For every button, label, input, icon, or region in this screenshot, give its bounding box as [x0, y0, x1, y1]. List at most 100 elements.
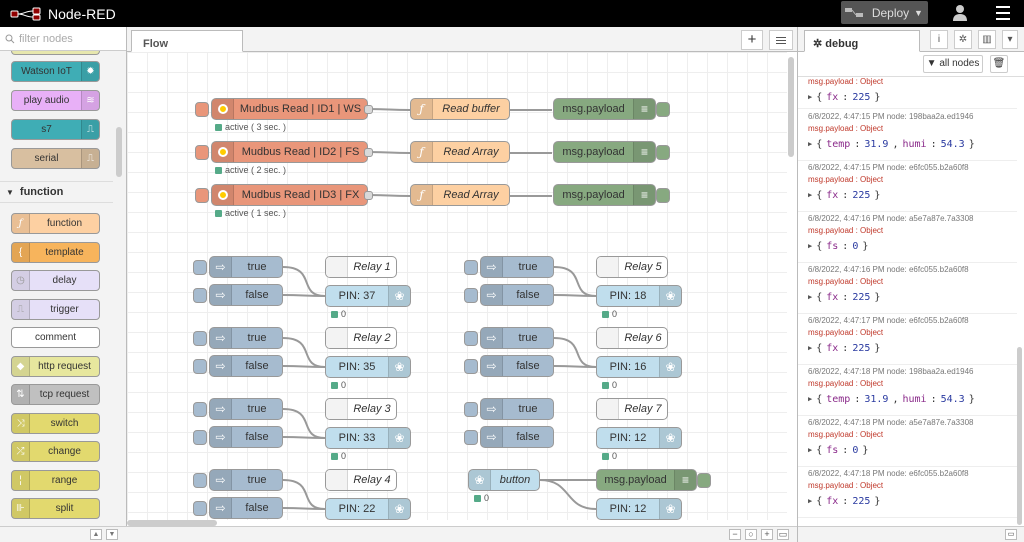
palette-node-serial[interactable]: serial ⎍ [11, 148, 100, 169]
function-node-read-array[interactable]: ƒ Read Array [410, 141, 510, 163]
palette-node-split[interactable]: ⊪ split [11, 498, 100, 519]
inject-button[interactable] [193, 288, 207, 303]
inject-node-true[interactable]: ⇨true [209, 469, 283, 491]
rpi-gpio-out-node[interactable]: PIN: 37❀ [325, 285, 411, 307]
debug-message[interactable]: msg.payload : Object ▶{ fx: 225 } [798, 77, 1017, 109]
debug-message[interactable]: 6/8/2022, 4:47:18 PM node: a5e7a87e.7a33… [798, 416, 1017, 467]
inject-button[interactable] [193, 402, 207, 417]
output-port[interactable] [364, 191, 373, 200]
rpi-gpio-out-node[interactable]: PIN: 12❀ [596, 427, 682, 449]
palette-node-range[interactable]: ¦ range [11, 470, 100, 491]
inject-node-false[interactable]: ⇨false [209, 284, 283, 306]
expand-all-icon[interactable]: ▼ [106, 529, 118, 540]
inject-button[interactable] [193, 359, 207, 374]
comment-node[interactable]: Relay 2 [325, 327, 397, 349]
palette-node-play-audio[interactable]: play audio ≋ [11, 90, 100, 111]
sidebar-menu-caret-icon[interactable]: ▾ [1002, 30, 1018, 49]
inject-node-false[interactable]: ⇨false [480, 426, 554, 448]
collapse-all-icon[interactable]: ▲ [90, 529, 102, 540]
inject-button[interactable] [193, 473, 207, 488]
info-icon[interactable]: i [930, 30, 948, 49]
comment-node[interactable]: Relay 4 [325, 469, 397, 491]
inject-node-true[interactable]: ⇨true [209, 256, 283, 278]
palette-node-tcp-request[interactable]: ⇅ tcp request [11, 384, 100, 405]
rpi-gpio-out-node[interactable]: PIN: 35❀ [325, 356, 411, 378]
expand-arrow-icon[interactable]: ▶ [808, 293, 813, 301]
palette-node-change[interactable]: ⤮ change [11, 441, 100, 462]
inject-button[interactable] [464, 260, 478, 275]
expand-arrow-icon[interactable]: ▶ [808, 344, 813, 352]
zoom-out-icon[interactable]: − [729, 529, 741, 540]
inject-node-false[interactable]: ⇨false [209, 497, 283, 519]
modbus-read-node-2[interactable]: Mudbus Read | ID2 | FS [211, 141, 368, 163]
expand-arrow-icon[interactable]: ▶ [808, 191, 813, 199]
palette-node-function[interactable]: ƒ function [11, 213, 100, 234]
debug-toggle-button[interactable] [656, 188, 670, 203]
navigator-icon[interactable]: ▭ [777, 529, 789, 540]
palette-search-input[interactable]: filter nodes [19, 32, 73, 45]
comment-node[interactable]: Relay 7 [596, 398, 668, 420]
expand-arrow-icon[interactable]: ▶ [808, 93, 813, 101]
inject-button[interactable] [195, 145, 209, 160]
inject-button[interactable] [193, 331, 207, 346]
debug-toggle-button[interactable] [697, 473, 711, 488]
user-icon[interactable] [952, 4, 968, 22]
comment-node[interactable]: Relay 6 [596, 327, 668, 349]
palette-search[interactable]: filter nodes [0, 27, 126, 51]
tab-flow[interactable]: Flow [131, 30, 243, 52]
inject-node-false[interactable]: ⇨false [209, 355, 283, 377]
palette-node-switch[interactable]: ⤨ switch [11, 413, 100, 434]
inject-button[interactable] [193, 260, 207, 275]
comment-node[interactable]: Relay 1 [325, 256, 397, 278]
inject-button[interactable] [464, 359, 478, 374]
debug-message[interactable]: 6/8/2022, 4:47:15 PM node: 198baa2a.ed19… [798, 110, 1017, 161]
palette-node-http-request[interactable]: ◆ http request [11, 356, 100, 377]
debug-toggle-button[interactable] [656, 102, 670, 117]
debug-message[interactable]: 6/8/2022, 4:47:15 PM node: e6fc055.b2a60… [798, 161, 1017, 212]
inject-node-true[interactable]: ⇨true [209, 398, 283, 420]
inject-node-false[interactable]: ⇨false [480, 284, 554, 306]
inject-button[interactable] [464, 430, 478, 445]
debug-message[interactable]: 6/8/2022, 4:47:16 PM node: e6fc055.b2a60… [798, 263, 1017, 314]
palette-node-template[interactable]: { template [11, 242, 100, 263]
output-port[interactable] [364, 148, 373, 157]
inject-node-true[interactable]: ⇨true [480, 256, 554, 278]
debug-node[interactable]: msg.payload ≡ [553, 184, 656, 206]
rpi-gpio-out-node[interactable]: PIN: 12❀ [596, 498, 682, 520]
expand-arrow-icon[interactable]: ▶ [808, 395, 813, 403]
expand-arrow-icon[interactable]: ▶ [808, 497, 813, 505]
inject-node-true[interactable]: ⇨true [209, 327, 283, 349]
expand-arrow-icon[interactable]: ▶ [808, 242, 813, 250]
window-icon[interactable]: ▭ [1005, 529, 1017, 540]
deploy-menu-caret-icon[interactable]: ▼ [914, 7, 923, 18]
trash-icon[interactable]: 🗑 [990, 55, 1008, 73]
inject-node-true[interactable]: ⇨true [480, 398, 554, 420]
debug-message[interactable]: 6/8/2022, 4:47:18 PM node: 198baa2a.ed19… [798, 365, 1017, 416]
comment-node[interactable]: Relay 3 [325, 398, 397, 420]
palette-node-s7[interactable]: s7 ⎍ [11, 119, 100, 140]
inject-button[interactable] [464, 288, 478, 303]
modbus-read-node-1[interactable]: Mudbus Read | ID1 | WS [211, 98, 368, 120]
debug-message[interactable]: 6/8/2022, 4:47:18 PM node: e6fc055.b2a60… [798, 467, 1017, 518]
debug-node[interactable]: msg.payload ≡ [553, 141, 656, 163]
debug-toggle-button[interactable] [656, 145, 670, 160]
inject-button[interactable] [195, 102, 209, 117]
inject-button[interactable] [193, 430, 207, 445]
debug-message[interactable]: 6/8/2022, 4:47:17 PM node: e6fc055.b2a60… [798, 314, 1017, 365]
bug-tab-icon[interactable]: ✲ [954, 30, 972, 49]
debug-filter-button[interactable]: ▼ all nodes [923, 55, 983, 73]
zoom-in-icon[interactable]: + [761, 529, 773, 540]
modbus-read-node-3[interactable]: Mudbus Read | ID3 | FX [211, 184, 368, 206]
inject-node-false[interactable]: ⇨false [480, 355, 554, 377]
palette-node-trigger[interactable]: ⎍ trigger [11, 299, 100, 320]
main-menu-icon[interactable] [996, 6, 1010, 20]
expand-arrow-icon[interactable]: ▶ [808, 446, 813, 454]
expand-arrow-icon[interactable]: ▶ [808, 140, 813, 148]
debug-message[interactable]: 6/8/2022, 4:47:16 PM node: a5e7a87e.7a33… [798, 212, 1017, 263]
palette-category-function[interactable]: ▼ function [0, 181, 113, 203]
chart-icon[interactable]: ▥ [978, 30, 996, 49]
function-node-read-buffer[interactable]: ƒ Read buffer [410, 98, 510, 120]
palette-scrollbar[interactable] [116, 127, 122, 177]
comment-node[interactable]: Relay 5 [596, 256, 668, 278]
inject-node-false[interactable]: ⇨false [209, 426, 283, 448]
